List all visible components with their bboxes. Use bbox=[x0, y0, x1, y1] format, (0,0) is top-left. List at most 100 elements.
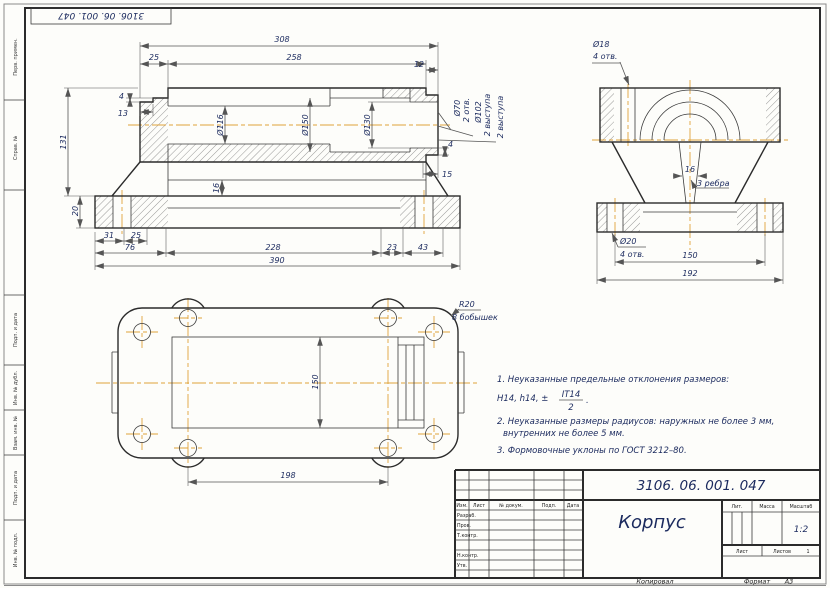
dim-150-side: 150 bbox=[682, 251, 697, 260]
dim-43: 43 bbox=[418, 243, 428, 252]
col-docnum: № докум. bbox=[499, 503, 523, 509]
row-razrab: Разраб. bbox=[457, 513, 476, 519]
lit-label: Лит. bbox=[731, 504, 742, 510]
dim-13: 13 bbox=[118, 109, 128, 118]
format-value: А3 bbox=[784, 578, 794, 586]
col-izm: Изм. bbox=[456, 503, 467, 509]
dim-15: 15 bbox=[442, 170, 452, 179]
leader-d70-qty: 2 отв. bbox=[462, 98, 471, 122]
sheet-inner-frame bbox=[24, 7, 821, 579]
dim-25-bottom: 25 bbox=[131, 231, 141, 240]
main-view-supports bbox=[111, 161, 449, 197]
col-data: Дата bbox=[567, 503, 579, 509]
scale-value: 1:2 bbox=[794, 525, 809, 535]
dim-258: 258 bbox=[286, 53, 301, 62]
side-view-flange-hole bbox=[620, 88, 636, 142]
dia-116-label: Ø116 bbox=[215, 114, 225, 137]
dim-20: 20 bbox=[71, 206, 80, 216]
note-fraction-numerator: IT14 bbox=[562, 390, 581, 400]
massa-label: Масса bbox=[759, 504, 774, 510]
dim-4-right: 4 bbox=[448, 140, 453, 149]
dim-228: 228 bbox=[265, 243, 280, 252]
plan-view-outline bbox=[117, 307, 459, 459]
note-line-3: 2. Неуказанные размеры радиусов: наружны… bbox=[497, 417, 774, 427]
sheet-footer: Копировал Формат А3 bbox=[636, 578, 793, 586]
row-tkontr: Т.контр. bbox=[456, 533, 478, 539]
note-line-4: внутренних не более 5 мм. bbox=[503, 429, 625, 439]
dim-25-top: 25 bbox=[149, 53, 159, 62]
side-view: Ø18 4 отв. 16 3 ребра Ø20 4 отв. 150 192 bbox=[592, 39, 788, 284]
main-view-hatching bbox=[95, 88, 460, 228]
dim-16-rib: 16 bbox=[685, 165, 695, 174]
dim-308: 308 bbox=[274, 35, 289, 44]
leader-d102-label: Ø102 bbox=[473, 101, 483, 124]
label-3-ribs: 3 ребра bbox=[697, 179, 730, 188]
row-utv: Утв. bbox=[457, 563, 467, 569]
label-d18-qty: 4 отв. bbox=[593, 52, 617, 61]
sheet-frame bbox=[3, 3, 827, 586]
dim-23: 23 bbox=[387, 243, 397, 252]
col-list: Лист bbox=[473, 503, 485, 509]
binding-strip: Перв. примен. Справ. № Подп. и дата Инв.… bbox=[4, 38, 25, 567]
side-view-bore-arcs bbox=[639, 89, 741, 141]
dim-31: 31 bbox=[104, 231, 114, 240]
technical-notes: 1. Неуказанные предельные отклонения раз… bbox=[497, 375, 774, 456]
note-fraction-denominator: 2 bbox=[568, 403, 573, 413]
note-line-2-tail: . bbox=[586, 396, 589, 406]
main-view-centerlines bbox=[121, 124, 450, 234]
dia-130-label: Ø130 bbox=[362, 114, 372, 137]
label-r20: R20 bbox=[459, 300, 475, 309]
main-view: 308 25 258 12 131 4 13 16 20 31 25 76 22… bbox=[59, 35, 505, 270]
plan-view-centerlines bbox=[96, 298, 480, 468]
title-block-doc-number: 3106. 06. 001. 047 bbox=[637, 478, 766, 494]
strip-label-sprav-no: Справ. № bbox=[13, 135, 19, 160]
strip-label-vzam-inv: Взам. инв. № bbox=[13, 415, 19, 450]
col-podp: Подп. bbox=[542, 503, 557, 509]
kopiroval-label: Копировал bbox=[636, 578, 673, 586]
dim-131: 131 bbox=[59, 134, 68, 149]
leader-d102-qty: 2 выступа bbox=[483, 94, 492, 137]
plan-view-boss-holes bbox=[133, 309, 443, 457]
corner-stamp-docnum: 3106. 06. 001. 047 bbox=[58, 10, 144, 20]
sheet-outer-border bbox=[3, 3, 827, 585]
label-d18: Ø18 bbox=[592, 39, 609, 49]
plan-view-boss-lobes bbox=[171, 298, 405, 468]
side-view-flange bbox=[599, 87, 781, 143]
strip-label-podp-data-2: Подп. и дата bbox=[13, 471, 19, 505]
strip-label-podp-data-1: Подп. и дата bbox=[13, 313, 19, 347]
format-label: Формат bbox=[744, 578, 771, 586]
plan-view-dimension-lines bbox=[188, 308, 481, 485]
side-view-body-slants bbox=[611, 141, 769, 204]
main-view-floor bbox=[167, 162, 427, 209]
main-view-base-holes bbox=[112, 196, 434, 228]
corner-stamp: 3106. 06. 001. 047 bbox=[30, 7, 172, 25]
corner-stamp-box bbox=[30, 7, 172, 25]
title-block: 3106. 06. 001. 047 Корпус Изм. Лист № до… bbox=[454, 469, 820, 578]
title-block-thin-lines bbox=[455, 470, 820, 578]
side-view-base-holes bbox=[606, 203, 774, 232]
side-view-hatching bbox=[597, 88, 783, 232]
side-view-centerlines bbox=[592, 80, 788, 250]
listov-value: 1 bbox=[806, 549, 809, 555]
main-view-base bbox=[94, 195, 461, 229]
dim-16: 16 bbox=[212, 183, 221, 193]
strip-label-perv-primen: Перв. примен. bbox=[13, 38, 19, 76]
label-d20: Ø20 bbox=[619, 236, 636, 246]
row-nkontr: Н.контр. bbox=[457, 553, 478, 559]
plan-view-body-outline bbox=[171, 336, 425, 429]
dim-192: 192 bbox=[682, 269, 697, 278]
dim-198: 198 bbox=[280, 471, 295, 480]
note-line-1: 1. Неуказанные предельные отклонения раз… bbox=[497, 375, 729, 385]
side-view-extension-lines bbox=[596, 232, 784, 284]
strip-label-inv-podl: Инв. № подл. bbox=[13, 532, 19, 567]
binding-strip-dividers bbox=[4, 99, 25, 521]
plan-view-flange-detail bbox=[397, 337, 424, 428]
title-block-part-name: Корпус bbox=[618, 512, 686, 533]
note-line-2: H14, h14, ± bbox=[497, 394, 548, 404]
dim-12: 12 bbox=[414, 60, 424, 69]
listov-label: Листов bbox=[773, 549, 791, 555]
leader-d70-label: Ø70 bbox=[452, 100, 462, 117]
main-view-dimension-lines bbox=[65, 43, 497, 269]
plan-view: 150 198 R20 8 бобышек bbox=[96, 298, 498, 486]
